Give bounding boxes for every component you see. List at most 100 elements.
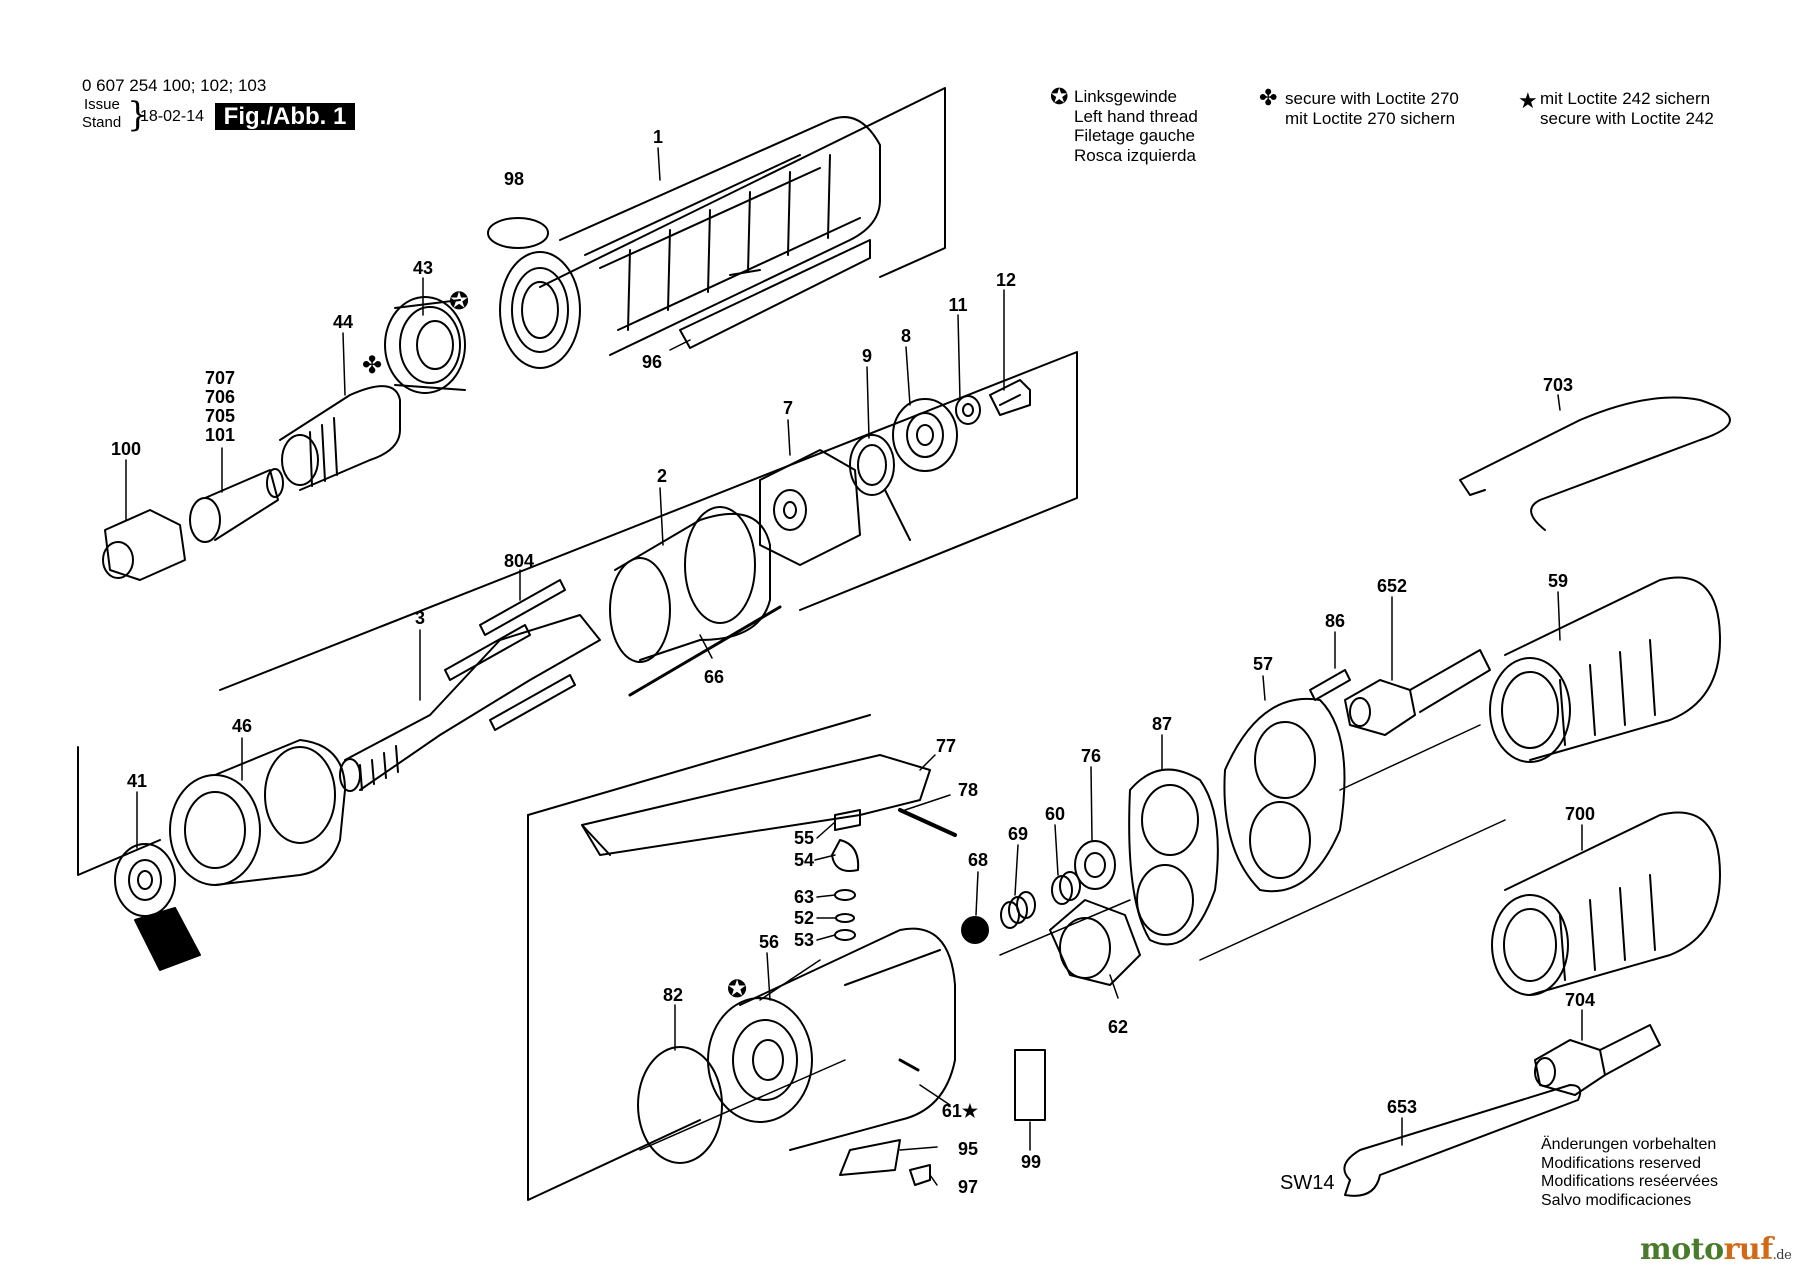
callout-82: 82 (663, 985, 683, 1005)
callout-46: 46 (232, 716, 252, 736)
part-66-pin (628, 605, 782, 697)
modifications-line: Modifications reserved (1541, 1154, 1702, 1172)
loctite-270-icon: ✤ (362, 351, 382, 379)
part-704-nipple (1534, 1024, 1661, 1096)
callout-96: 96 (642, 352, 662, 372)
callout-101: 101 (205, 425, 235, 445)
part-numbers: 0 607 254 100; 102; 103 (82, 76, 267, 95)
part-99-label (1014, 1049, 1046, 1121)
callout-41: 41 (127, 771, 147, 791)
part-60-spring (1051, 871, 1081, 905)
issue-label: Issue (84, 96, 120, 113)
upper-frame (539, 87, 946, 288)
part-78-pin (898, 808, 957, 837)
modifications-note: Änderungen vorbehalten Modifications res… (1541, 1136, 1718, 1210)
part-56-motor-housing (707, 927, 956, 1151)
legend-loctite-242: ★ mit Loctite 242 sichern secure with Lo… (1518, 89, 1714, 128)
part-59-silencer (1489, 576, 1721, 763)
callout-95: 95 (958, 1139, 978, 1159)
part-86-screw (1309, 669, 1351, 701)
watermark-suffix: .de (1772, 1248, 1792, 1263)
callout-86: 86 (1325, 611, 1345, 631)
legend-left-hand-thread: ✪ Linksgewinde Left hand thread Filetage… (1050, 86, 1198, 165)
part-11-washer (955, 395, 981, 425)
legend-line: mit Loctite 270 sichern (1285, 108, 1456, 128)
part-2-cylinder (609, 506, 771, 663)
part-703-wire (1459, 396, 1731, 531)
stand-label: Stand (82, 114, 122, 131)
callout-68: 68 (968, 850, 988, 870)
part-77-lever (581, 754, 931, 856)
middle-frame-top (219, 351, 1078, 691)
callout-44: 44 (333, 312, 353, 332)
figure-label: Fig./Abb. 1 (215, 103, 355, 130)
callout-706: 706 (205, 387, 235, 407)
legend-line: secure with Loctite 270 (1285, 89, 1459, 108)
part-100-nut (102, 509, 186, 581)
part-1-housing (499, 116, 881, 369)
callout-704: 704 (1565, 990, 1595, 1010)
callout-653: 653 (1387, 1097, 1417, 1117)
legend-line: Linksgewinde (1074, 87, 1178, 106)
legend-line: secure with Loctite 242 (1540, 108, 1714, 128)
legend-line: Left hand thread (1074, 106, 1198, 126)
callout-77: 77 (936, 736, 956, 756)
modifications-line: Änderungen vorbehalten (1541, 1136, 1717, 1153)
callout-76: 76 (1081, 746, 1101, 766)
part-653-wrench (1343, 1084, 1582, 1197)
callout-7: 7 (783, 398, 793, 418)
callout-87: 87 (1152, 714, 1172, 734)
legend-line: Rosca izquierda (1074, 145, 1196, 165)
callout-62: 62 (1108, 1017, 1128, 1037)
issue-date: 18-02-14 (140, 108, 205, 125)
loctite-242-icon: ★ (1518, 88, 1538, 113)
part-804-blades (444, 579, 576, 731)
callout-2: 2 (657, 466, 667, 486)
callout-69: 69 (1008, 824, 1028, 844)
callout-56: 56 (759, 932, 779, 952)
callout-700: 700 (1565, 804, 1595, 824)
part-101-collet (189, 468, 284, 543)
callout-52: 52 (794, 908, 814, 928)
part-12-screw (989, 379, 1031, 416)
part-8-bearing (892, 398, 958, 472)
callout-54: 54 (794, 850, 814, 870)
part-97-screw (909, 1164, 931, 1186)
part-41-bearing (114, 843, 201, 971)
left-hand-thread-icon: ✪ (727, 975, 747, 1003)
callout-804: 804 (504, 551, 534, 571)
part-3-rotor (339, 614, 601, 792)
callout-3: 3 (415, 608, 425, 628)
legend-loctite-270: ✤ secure with Loctite 270 mit Loctite 27… (1259, 87, 1459, 128)
watermark-part1: moto (1640, 1232, 1724, 1267)
callout-98: 98 (504, 169, 524, 189)
part-95-plate (839, 1139, 901, 1176)
callout-99: 99 (1021, 1152, 1041, 1172)
callout-57: 57 (1253, 654, 1273, 674)
callout-652: 652 (1377, 576, 1407, 596)
watermark-logo: motoruf.de (1640, 1232, 1792, 1267)
callout-703: 703 (1543, 375, 1573, 395)
callout-53: 53 (794, 930, 814, 950)
callout-707: 707 (205, 368, 235, 388)
modifications-line: Modifications reséervées (1541, 1173, 1718, 1190)
part-43-nut (384, 296, 466, 394)
callout-12: 12 (996, 270, 1016, 290)
middle-frame (77, 746, 161, 876)
wrench-size-label: SW14 (1280, 1172, 1335, 1194)
callout-100: 100 (111, 439, 141, 459)
callout-11: 11 (948, 295, 967, 315)
part-652-hose-nipple (1344, 649, 1491, 736)
part-82-oring (637, 1046, 723, 1164)
watermark-part2: ruf (1723, 1232, 1774, 1267)
callout-8: 8 (901, 326, 911, 346)
left-hand-thread-icon: ✪ (1050, 84, 1069, 109)
callout-66: 66 (704, 667, 724, 687)
part-69-spring (1000, 891, 1036, 929)
left-hand-thread-icon: ✪ (449, 287, 469, 315)
callout-60: 60 (1045, 804, 1065, 824)
brace-glyph: } (127, 95, 149, 135)
callout-55: 55 (794, 828, 814, 848)
